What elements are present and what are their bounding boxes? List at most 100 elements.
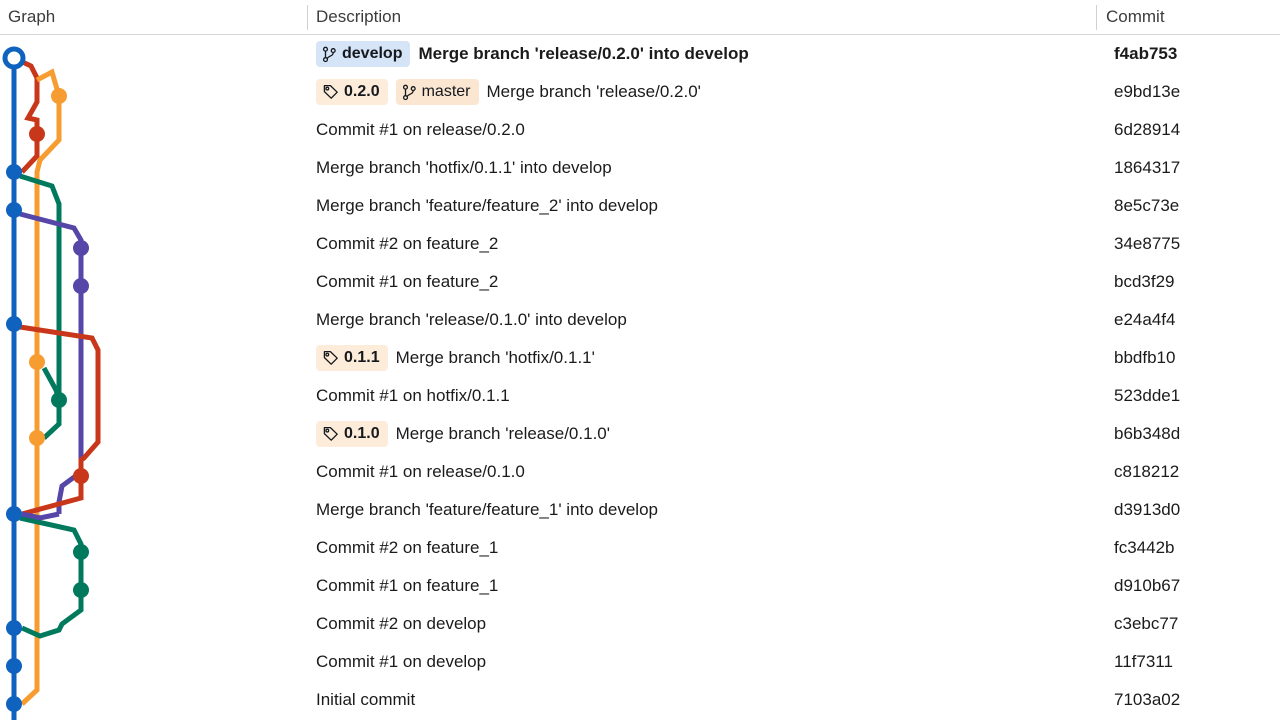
commit-hash: c3ebc77 (1114, 614, 1179, 633)
commit-node[interactable] (51, 88, 67, 104)
commit-hash: d3913d0 (1114, 500, 1181, 519)
commit-node[interactable] (29, 430, 45, 446)
commit-node[interactable] (6, 696, 22, 712)
column-header-commit[interactable]: Commit (1106, 7, 1165, 26)
commit-row[interactable]: Commit #2 on feature_2 34e8775 (0, 225, 1280, 263)
commit-hash: 8e5c73e (1114, 196, 1180, 215)
commit-node[interactable] (73, 582, 89, 598)
column-header-description[interactable]: Description (316, 7, 402, 26)
commit-description-cell: Merge branch 'release/0.1.0' into develo… (316, 301, 627, 339)
commit-node[interactable] (6, 202, 22, 218)
commit-hash: 1864317 (1114, 158, 1181, 177)
commit-description-cell: Commit #2 on feature_2 (316, 225, 498, 263)
commit-node[interactable] (6, 620, 22, 636)
commit-message: Commit #1 on release/0.2.0 (316, 120, 525, 139)
edge-feature1 (19, 515, 84, 639)
commit-row[interactable]: 0.1.0 Merge branch 'release/0.1.0' b6b348d (0, 415, 1280, 453)
tag-badge[interactable]: 0.1.0 (316, 421, 388, 447)
commit-row[interactable]: develop Merge branch 'release/0.2.0' into… (0, 35, 1280, 73)
commit-message: Merge branch 'release/0.2.0' (486, 82, 701, 101)
commit-hash: b6b348d (1114, 424, 1181, 443)
commit-message: Commit #2 on develop (316, 614, 487, 633)
commit-node[interactable] (6, 658, 22, 674)
commit-message: Merge branch 'feature/feature_2' into de… (316, 196, 658, 215)
badge-label: 0.1.0 (344, 425, 380, 442)
branch-badge[interactable]: master (395, 79, 479, 105)
commit-message: Merge branch 'release/0.2.0' into develo… (418, 44, 749, 63)
commit-description-cell: 0.1.0 Merge branch 'release/0.1.0' (316, 415, 610, 453)
commit-node[interactable] (6, 164, 22, 180)
commit-row[interactable]: Merge branch 'release/0.1.0' into develo… (0, 301, 1280, 339)
commit-message: Merge branch 'hotfix/0.1.1' (395, 348, 595, 367)
tag-badge[interactable]: 0.1.1 (316, 345, 388, 371)
commit-message: Merge branch 'release/0.1.0' (395, 424, 610, 443)
commit-message: Commit #1 on hotfix/0.1.1 (316, 386, 510, 405)
commit-row[interactable]: Commit #2 on feature_1 fc3442b (0, 529, 1280, 567)
commit-hash: 6d28914 (1114, 120, 1181, 139)
commit-description-cell: Merge branch 'feature/feature_2' into de… (316, 187, 658, 225)
commit-node[interactable] (73, 544, 89, 560)
commit-hash: fc3442b (1114, 538, 1175, 557)
commit-node[interactable] (29, 126, 45, 142)
commit-message: Commit #1 on develop (316, 652, 487, 671)
commit-description-cell: develop Merge branch 'release/0.2.0' into… (316, 35, 749, 73)
edge-feature2 (19, 211, 84, 514)
commit-message: Commit #1 on feature_1 (316, 576, 499, 595)
branch-badge[interactable]: develop (316, 41, 411, 67)
commit-node[interactable] (73, 240, 89, 256)
edge-feature2-lane (19, 173, 62, 400)
tag-icon (322, 84, 339, 100)
badge-label: develop (342, 45, 403, 62)
commit-description-cell: Commit #1 on develop (316, 643, 486, 681)
edge-release010 (19, 324, 101, 476)
edge-master (34, 68, 62, 362)
commit-row[interactable]: Merge branch 'feature/feature_2' into de… (0, 187, 1280, 225)
commit-message: Merge branch 'hotfix/0.1.1' into develop (316, 158, 612, 177)
tag-badge[interactable]: 0.2.0 (316, 79, 388, 105)
commit-row[interactable]: Commit #1 on feature_1 d910b67 (0, 567, 1280, 605)
edge-feature2-merge (21, 511, 60, 521)
tag-icon (322, 426, 339, 442)
commit-node[interactable] (29, 354, 45, 370)
column-divider-description-commit[interactable] (1096, 5, 1097, 30)
column-divider-graph-description[interactable] (307, 5, 308, 30)
commit-node[interactable] (6, 316, 22, 332)
commit-message: Initial commit (316, 690, 416, 709)
commit-description-cell: Commit #2 on develop (316, 605, 486, 643)
badge-label: 0.1.1 (344, 349, 380, 366)
commit-message: Merge branch 'feature/feature_1' into de… (316, 500, 658, 519)
commit-description-cell: Merge branch 'feature/feature_1' into de… (316, 491, 658, 529)
column-header-graph[interactable]: Graph (8, 7, 56, 26)
commit-hash: 523dde1 (1114, 386, 1181, 405)
commit-description-cell: Commit #1 on feature_1 (316, 567, 498, 605)
commit-node[interactable] (73, 468, 89, 484)
commit-description-cell: Commit #2 on feature_1 (316, 529, 498, 567)
branch-icon (322, 46, 337, 63)
commit-description-cell: Commit #1 on release/0.2.0 (316, 111, 525, 149)
commit-row[interactable]: Merge branch 'feature/feature_1' into de… (0, 491, 1280, 529)
commit-node[interactable] (73, 278, 89, 294)
commit-description-cell: Initial commit (316, 681, 415, 719)
commit-row[interactable]: Commit #2 on develop c3ebc77 (0, 605, 1280, 643)
commit-hash: 34e8775 (1114, 234, 1181, 253)
branch-icon (402, 84, 417, 101)
commit-description-cell: 0.1.1 Merge branch 'hotfix/0.1.1' (316, 339, 595, 377)
commit-hash: d910b67 (1114, 576, 1181, 595)
commit-row[interactable]: Merge branch 'hotfix/0.1.1' into develop… (0, 149, 1280, 187)
commit-node[interactable] (6, 506, 22, 522)
commit-node-head[interactable] (2, 46, 26, 70)
commit-description-cell: Merge branch 'hotfix/0.1.1' into develop (316, 149, 612, 187)
table-header: Graph Description Commit (0, 0, 1280, 35)
commit-description-cell: Commit #1 on release/0.1.0 (316, 453, 525, 491)
commit-node[interactable] (51, 392, 67, 408)
commit-description-cell: Commit #1 on feature_2 (316, 263, 498, 301)
edge-release020 (12, 55, 40, 174)
commit-row[interactable]: Commit #1 on release/0.2.0 6d28914 (0, 111, 1280, 149)
commit-row[interactable]: Commit #1 on hotfix/0.1.1 523dde1 (0, 377, 1280, 415)
